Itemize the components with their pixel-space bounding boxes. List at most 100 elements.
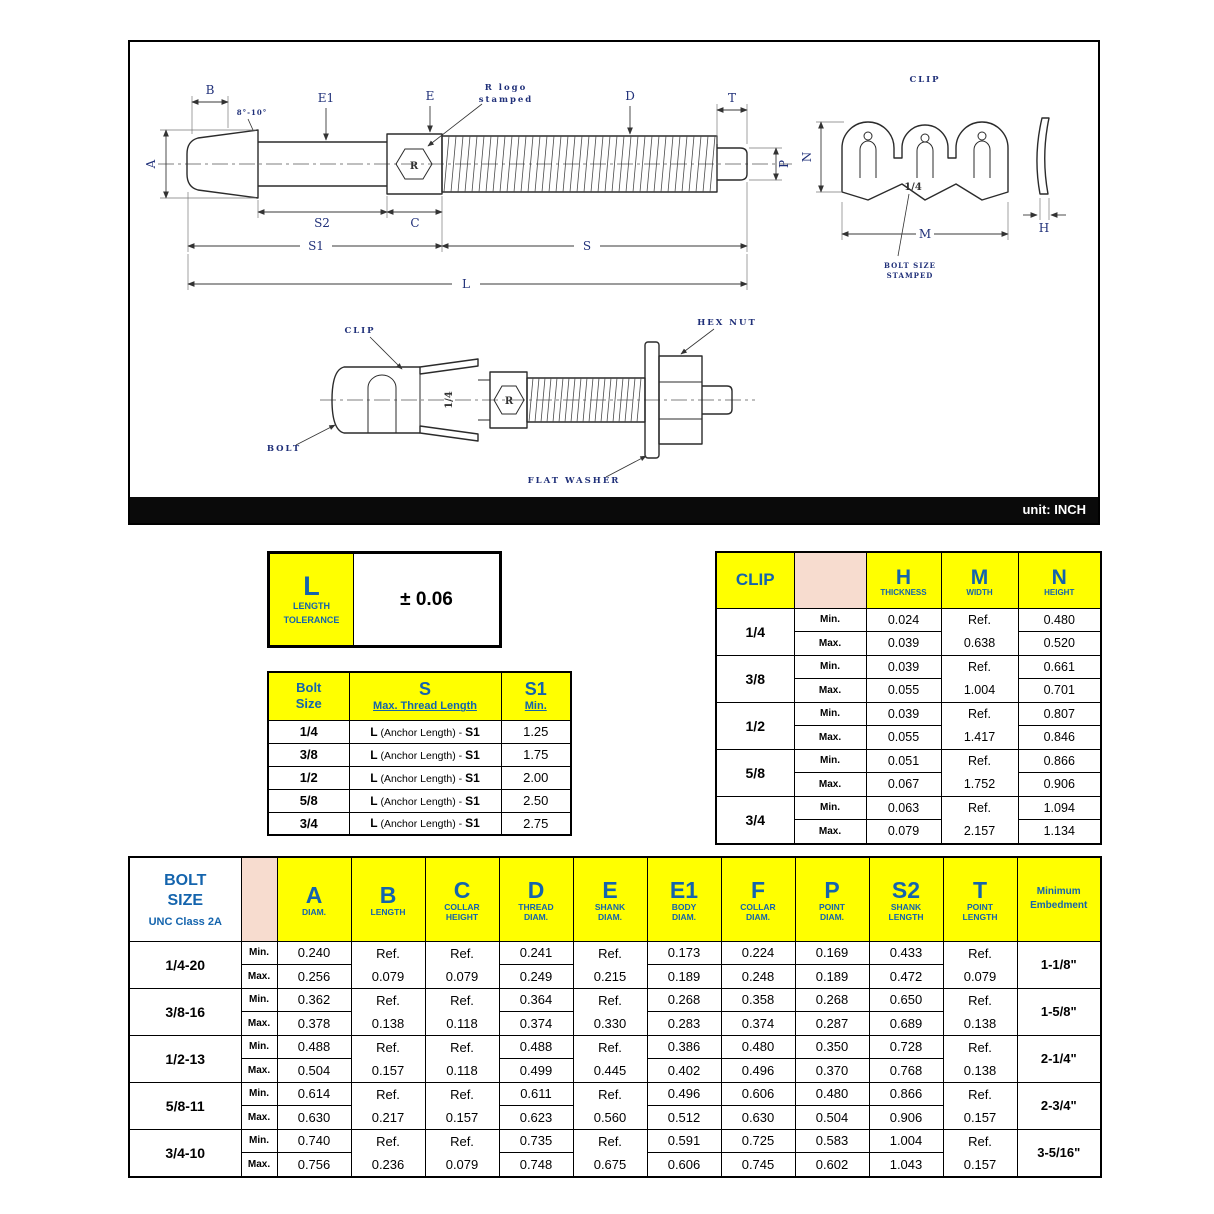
- ref-cell: Ref.0.217: [350, 1081, 426, 1130]
- dim-label-c: C: [410, 216, 419, 230]
- minmax-cell: Max.: [240, 964, 278, 989]
- dim-label-p: P: [777, 160, 791, 168]
- value-cell: 0.374: [720, 1011, 796, 1036]
- table-title-line1: BOLT: [164, 871, 207, 889]
- value-cell: 0.248: [720, 964, 796, 989]
- minmax-cell: Max.: [240, 1058, 278, 1083]
- value-cell: 0.602: [794, 1152, 870, 1177]
- value-cell: 0.287: [794, 1011, 870, 1036]
- minmax-cell: Min.: [240, 1128, 278, 1154]
- value-cell: 0.488: [276, 1034, 352, 1059]
- minmax-cell: Min.: [240, 940, 278, 965]
- value-cell: 0.906: [868, 1105, 944, 1130]
- value-cell: 0.480: [720, 1034, 796, 1059]
- value-cell: 1.004: [868, 1128, 944, 1154]
- value-cell: 0.283: [646, 1011, 722, 1036]
- column-symbol: P: [824, 877, 840, 904]
- value-cell: 1.75: [500, 742, 572, 767]
- tolerance-symbol-cell: L LENGTH TOLERANCE: [268, 552, 354, 647]
- size-cell: 3/4-10: [128, 1128, 242, 1177]
- size-cell: 5/8: [715, 748, 795, 797]
- tolerance-symbol: L: [303, 570, 320, 601]
- bolt-side-view: R: [144, 83, 792, 291]
- ref-cell: Ref.1.004: [940, 654, 1019, 703]
- value-cell: 0.241: [498, 940, 574, 965]
- bolt-size-header-line2: Size: [295, 696, 322, 712]
- size-cell: 3/4: [267, 811, 350, 836]
- value-cell: 0.402: [646, 1058, 722, 1083]
- ref-cell: Ref.0.118: [424, 987, 500, 1036]
- size-cell: 3/4: [715, 795, 795, 844]
- value-cell: 0.611: [498, 1081, 574, 1106]
- value-cell: 0.378: [276, 1011, 352, 1036]
- value-cell: 0.650: [868, 987, 944, 1012]
- value-cell: 0.224: [720, 940, 796, 965]
- column-symbol: H: [895, 565, 912, 589]
- table-row: 3/8-16 Min. 0.362 Ref.0.138 Ref.0.118 0.…: [128, 987, 1102, 1036]
- blank-header-cell: [240, 856, 278, 942]
- bolt-size-header-cell: BOLT SIZE UNC Class 2A: [128, 856, 242, 942]
- bolt-callout-label: BOLT: [267, 444, 301, 454]
- embedment-cell: 1-5/8": [1016, 987, 1102, 1036]
- value-cell: 0.350: [794, 1034, 870, 1059]
- column-sublabel: LENGTH: [370, 907, 406, 918]
- table-row: Max. 0.378 0.374 0.283 0.374 0.287 0.689: [129, 1011, 1101, 1036]
- table-row: Max. 0.256 0.249 0.189 0.248 0.189 0.472: [129, 964, 1101, 989]
- clip-detail-view: CLIP 1/4 BOLT SIZE STAMPED: [800, 75, 1066, 280]
- ref-cell: Ref.0.560: [572, 1081, 648, 1130]
- blank-header-cell: [793, 551, 867, 609]
- dim-label-s2: S2: [314, 216, 330, 230]
- value-cell: 0.606: [646, 1152, 722, 1177]
- r-logo-annotation-line1: R logo: [485, 83, 528, 93]
- column-sublabel: Min.: [524, 700, 547, 713]
- tolerance-value: ± 0.06: [353, 552, 501, 647]
- value-cell: 0.256: [276, 964, 352, 989]
- column-symbol: N: [1051, 565, 1067, 589]
- thread-hatching: [443, 135, 716, 193]
- column-sublabel: Max. Thread Length: [373, 700, 477, 713]
- column-sublabel: SHANK LENGTH: [888, 902, 924, 923]
- assembled-size-stamp: 1/4: [444, 391, 455, 409]
- unit-bar: unit: INCH: [130, 497, 1098, 523]
- value-cell: 0.051: [865, 748, 942, 773]
- value-cell: 0.240: [276, 940, 352, 965]
- value-cell: 0.488: [498, 1034, 574, 1059]
- column-sublabel: THICKNESS: [880, 587, 927, 597]
- size-cell: 3/8-16: [128, 987, 242, 1036]
- minmax-cell: Max.: [240, 1105, 278, 1130]
- value-cell: 0.370: [794, 1058, 870, 1083]
- embedment-header-label: Minimum Embedment: [1030, 886, 1088, 912]
- value-cell: 0.496: [720, 1058, 796, 1083]
- value-cell: 0.472: [868, 964, 944, 989]
- minmax-cell: Min.: [793, 654, 867, 679]
- value-cell: 0.661: [1017, 654, 1102, 679]
- value-cell: 0.512: [646, 1105, 722, 1130]
- column-symbol: C: [453, 877, 471, 904]
- column-symbol: E: [602, 877, 618, 904]
- dim-label-h: H: [1039, 221, 1049, 235]
- value-cell: 0.866: [868, 1081, 944, 1106]
- table-row: 1/2-13 Min. 0.488 Ref.0.157 Ref.0.118 0.…: [128, 1034, 1102, 1083]
- table-row: 1/4-20 Min. 0.240 Ref.0.079 Ref.0.079 0.…: [128, 940, 1102, 989]
- ref-cell: Ref.0.079: [350, 940, 426, 989]
- unit-label: unit: INCH: [1022, 502, 1086, 517]
- table-row: 1/2 L (Anchor Length) - S1 2.00: [267, 765, 572, 790]
- table-row: Max. 0.756 0.748 0.606 0.745 0.602 1.043: [129, 1152, 1101, 1177]
- column-symbol: S1: [524, 678, 547, 699]
- dim-label-n: N: [800, 152, 814, 163]
- value-cell: 0.728: [868, 1034, 944, 1059]
- column-symbol: E1: [669, 877, 699, 904]
- drawing-panel: R: [128, 40, 1100, 525]
- assembled-r-stamp: R: [505, 396, 514, 407]
- value-cell: 0.768: [868, 1058, 944, 1083]
- column-sublabel: WIDTH: [966, 587, 993, 597]
- value-cell: 0.623: [498, 1105, 574, 1130]
- ref-cell: Ref.0.330: [572, 987, 648, 1036]
- hex-nut-shape: [658, 355, 703, 445]
- table-row: 3/8 Min. 0.039 Ref.1.004 0.661: [715, 654, 1102, 703]
- ref-cell: Ref.0.157: [942, 1081, 1018, 1130]
